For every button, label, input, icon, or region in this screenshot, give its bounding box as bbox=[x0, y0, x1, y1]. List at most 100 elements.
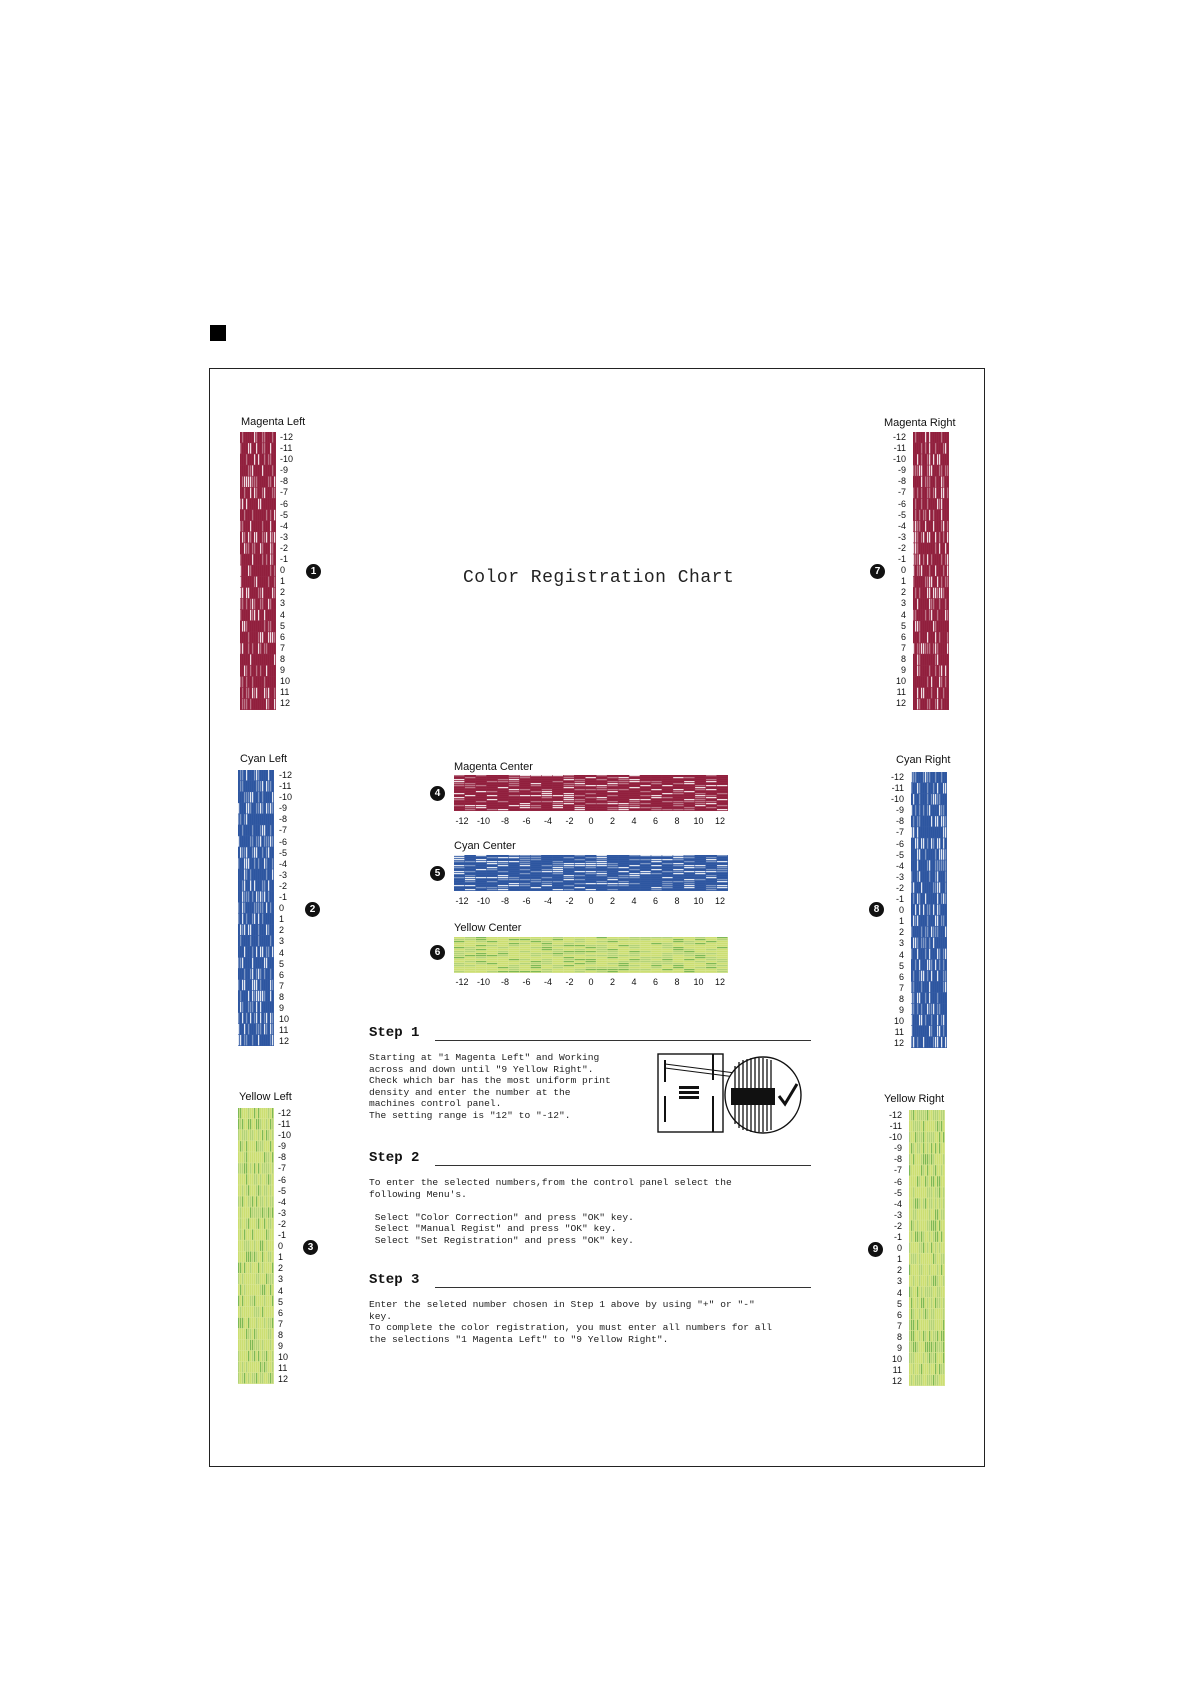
scale-tick: 11 bbox=[278, 1363, 288, 1374]
scale-tick: -10 bbox=[888, 1132, 902, 1143]
scale-tick: -5 bbox=[893, 1187, 902, 1198]
scale-tick: 2 bbox=[898, 927, 904, 938]
scale-tick: 1 bbox=[278, 1252, 284, 1263]
scale-tick: 8 bbox=[674, 977, 680, 987]
scale-tick: -3 bbox=[279, 869, 288, 880]
scale-tick: -9 bbox=[897, 465, 906, 476]
scale-tick: -8 bbox=[893, 1154, 902, 1165]
scale-tick: -8 bbox=[278, 1152, 287, 1163]
scale-tick: -2 bbox=[279, 880, 288, 891]
badge-8: 8 bbox=[869, 902, 884, 917]
scale-tick: 7 bbox=[278, 1318, 284, 1329]
scale-tick: -5 bbox=[279, 847, 288, 858]
step1-text: Starting at "1 Magenta Left" and Working… bbox=[369, 1052, 611, 1121]
scale-tick: 12 bbox=[278, 1374, 289, 1385]
scale-tick: -10 bbox=[476, 896, 491, 906]
scale-tick: 5 bbox=[898, 960, 904, 971]
scale-tick: 8 bbox=[280, 653, 286, 664]
magenta-right-strip bbox=[913, 432, 949, 710]
cyan-center-strip bbox=[454, 855, 728, 891]
scale-tick: -2 bbox=[893, 1220, 902, 1231]
cyan-left-label: Cyan Left bbox=[240, 753, 288, 765]
scale-tick: 10 bbox=[895, 676, 906, 687]
scale-tick: -6 bbox=[522, 977, 531, 987]
badge-3: 3 bbox=[303, 1240, 318, 1255]
scale-tick: 7 bbox=[898, 982, 904, 993]
step3-heading: Step 3 bbox=[369, 1272, 420, 1288]
scale-tick: -8 bbox=[500, 977, 510, 987]
scale-tick: 2 bbox=[279, 925, 285, 936]
scale-tick: 11 bbox=[896, 687, 906, 698]
scale-tick: -12 bbox=[455, 896, 469, 906]
scale-tick: -4 bbox=[897, 520, 906, 531]
scale-tick: 8 bbox=[896, 1331, 902, 1342]
scale-tick: 2 bbox=[900, 587, 906, 598]
scale-tick: 8 bbox=[674, 896, 680, 906]
scale-tick: -10 bbox=[476, 816, 491, 826]
scale-tick: 5 bbox=[900, 620, 906, 631]
scale-tick: -4 bbox=[893, 1198, 902, 1209]
scale-tick: 1 bbox=[280, 576, 286, 587]
scale-tick: 12 bbox=[893, 1038, 904, 1049]
scale-tick: 9 bbox=[280, 664, 286, 675]
scale-tick: 6 bbox=[652, 816, 659, 826]
scale-tick: -12 bbox=[892, 432, 906, 442]
scale-tick: 6 bbox=[652, 896, 659, 906]
magenta-left-strip bbox=[240, 432, 276, 710]
scale-tick: -3 bbox=[897, 531, 906, 542]
yellow-right-label: Yellow Right bbox=[884, 1093, 945, 1105]
scale-tick: 9 bbox=[278, 1340, 284, 1351]
step2-heading: Step 2 bbox=[369, 1150, 420, 1166]
scale-tick: -12 bbox=[280, 432, 294, 442]
cyan-right-label: Cyan Right bbox=[896, 754, 951, 766]
scale-tick: 5 bbox=[280, 620, 286, 631]
scale-tick: 5 bbox=[279, 958, 285, 969]
chart-frame bbox=[209, 368, 985, 1467]
scale-tick: 10 bbox=[693, 977, 704, 987]
scale-tick: -7 bbox=[893, 1165, 902, 1176]
scale-tick: -7 bbox=[895, 827, 904, 838]
scale-tick: -1 bbox=[893, 1232, 902, 1243]
magenta-center-strip bbox=[454, 775, 728, 811]
scale-tick: 6 bbox=[896, 1309, 902, 1320]
magenta-left-label: Magenta Left bbox=[241, 416, 306, 428]
badge-6: 6 bbox=[430, 945, 445, 960]
scale-tick: 5 bbox=[278, 1296, 284, 1307]
scale-tick: 4 bbox=[279, 947, 285, 958]
badge-5: 5 bbox=[430, 866, 445, 881]
scale-tick: 3 bbox=[900, 598, 906, 609]
scale-tick: -12 bbox=[278, 1108, 292, 1118]
scale-tick: 7 bbox=[900, 642, 906, 653]
scale-tick: -10 bbox=[279, 792, 293, 803]
scale-tick: -9 bbox=[895, 805, 904, 816]
scale-tick: -3 bbox=[280, 531, 289, 542]
scale-tick: -7 bbox=[278, 1163, 287, 1174]
scale-tick: 1 bbox=[896, 1254, 902, 1265]
badge-7: 7 bbox=[870, 564, 885, 579]
scale-tick: 0 bbox=[280, 565, 286, 576]
scale-tick: -1 bbox=[895, 894, 904, 905]
scale-tick: 0 bbox=[898, 905, 904, 916]
scale-tick: 9 bbox=[900, 664, 906, 675]
scale-tick: -4 bbox=[279, 858, 288, 869]
scale-tick: 8 bbox=[278, 1329, 284, 1340]
scale-tick: -1 bbox=[278, 1230, 287, 1241]
step2-text: To enter the selected numbers,from the c… bbox=[369, 1177, 732, 1246]
scale-tick: -2 bbox=[565, 816, 574, 826]
scale-tick: 2 bbox=[278, 1263, 284, 1274]
cyan-center-label: Cyan Center bbox=[454, 840, 516, 852]
scale-tick: -8 bbox=[897, 476, 906, 487]
scale-tick: 0 bbox=[278, 1241, 284, 1252]
scale-tick: 4 bbox=[631, 896, 637, 906]
scale-tick: -11 bbox=[889, 1121, 902, 1132]
scale-tick: 10 bbox=[278, 1352, 289, 1363]
scale-tick: -4 bbox=[543, 896, 553, 906]
scale-tick: 1 bbox=[279, 914, 285, 925]
scale-tick: 3 bbox=[279, 936, 285, 947]
step3-text: Enter the seleted number chosen in Step … bbox=[369, 1299, 773, 1345]
scale-tick: -12 bbox=[888, 1110, 902, 1120]
